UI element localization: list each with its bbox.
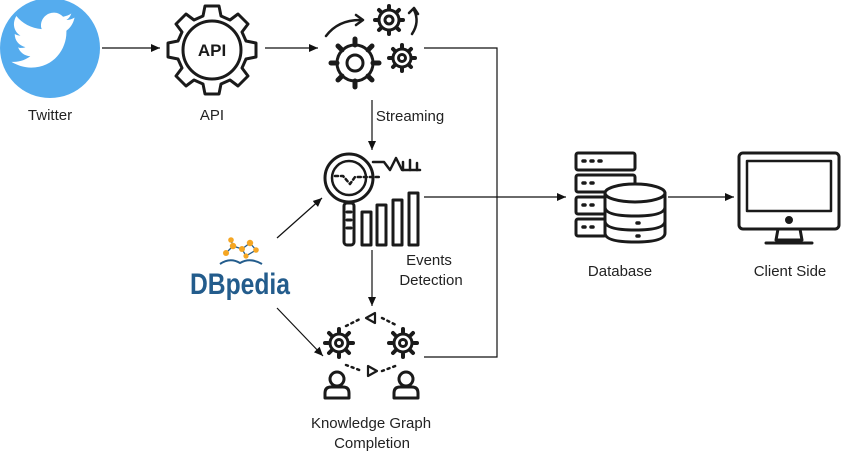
- edge-streaming-database: [424, 47, 498, 197]
- database-label: Database: [588, 263, 652, 280]
- node-kgc: Knowledge Graph Completion: [311, 311, 431, 452]
- database-server-icon: [574, 151, 667, 244]
- edges: [102, 44, 734, 358]
- api-badge-text: API: [198, 41, 226, 60]
- magnifier-chart-icon: [323, 152, 422, 247]
- processing-gears-icon: [324, 4, 420, 90]
- node-database: Database: [574, 151, 667, 280]
- node-client: Client Side: [737, 151, 841, 280]
- twitter-bird-shape: [11, 12, 75, 68]
- kgc-label-line1: Knowledge Graph: [311, 415, 431, 432]
- twitter-label: Twitter: [28, 107, 72, 124]
- edge-kgc-database: [424, 197, 498, 358]
- dbpedia-logo-icon: [219, 237, 263, 265]
- api-label: API: [200, 107, 224, 124]
- node-api: API API: [166, 4, 258, 124]
- node-events: Events Detection: [323, 152, 463, 289]
- edge-dbpedia-events: [276, 197, 323, 239]
- dbpedia-logo-text: DBpedia: [190, 268, 290, 301]
- node-dbpedia: DBpedia: [190, 237, 290, 301]
- people-gears-exchange-icon: [323, 311, 420, 400]
- edge-dbpedia-kgc: [276, 307, 324, 357]
- client-label: Client Side: [754, 263, 827, 280]
- node-twitter: Twitter: [0, 0, 100, 124]
- monitor-icon: [737, 151, 841, 245]
- kgc-label-line2: Completion: [334, 435, 410, 452]
- api-gear-icon: [166, 4, 258, 96]
- events-label-line2: Detection: [399, 272, 462, 289]
- node-streaming: Streaming: [324, 4, 444, 125]
- streaming-label: Streaming: [376, 108, 444, 125]
- events-label-line1: Events: [406, 252, 452, 269]
